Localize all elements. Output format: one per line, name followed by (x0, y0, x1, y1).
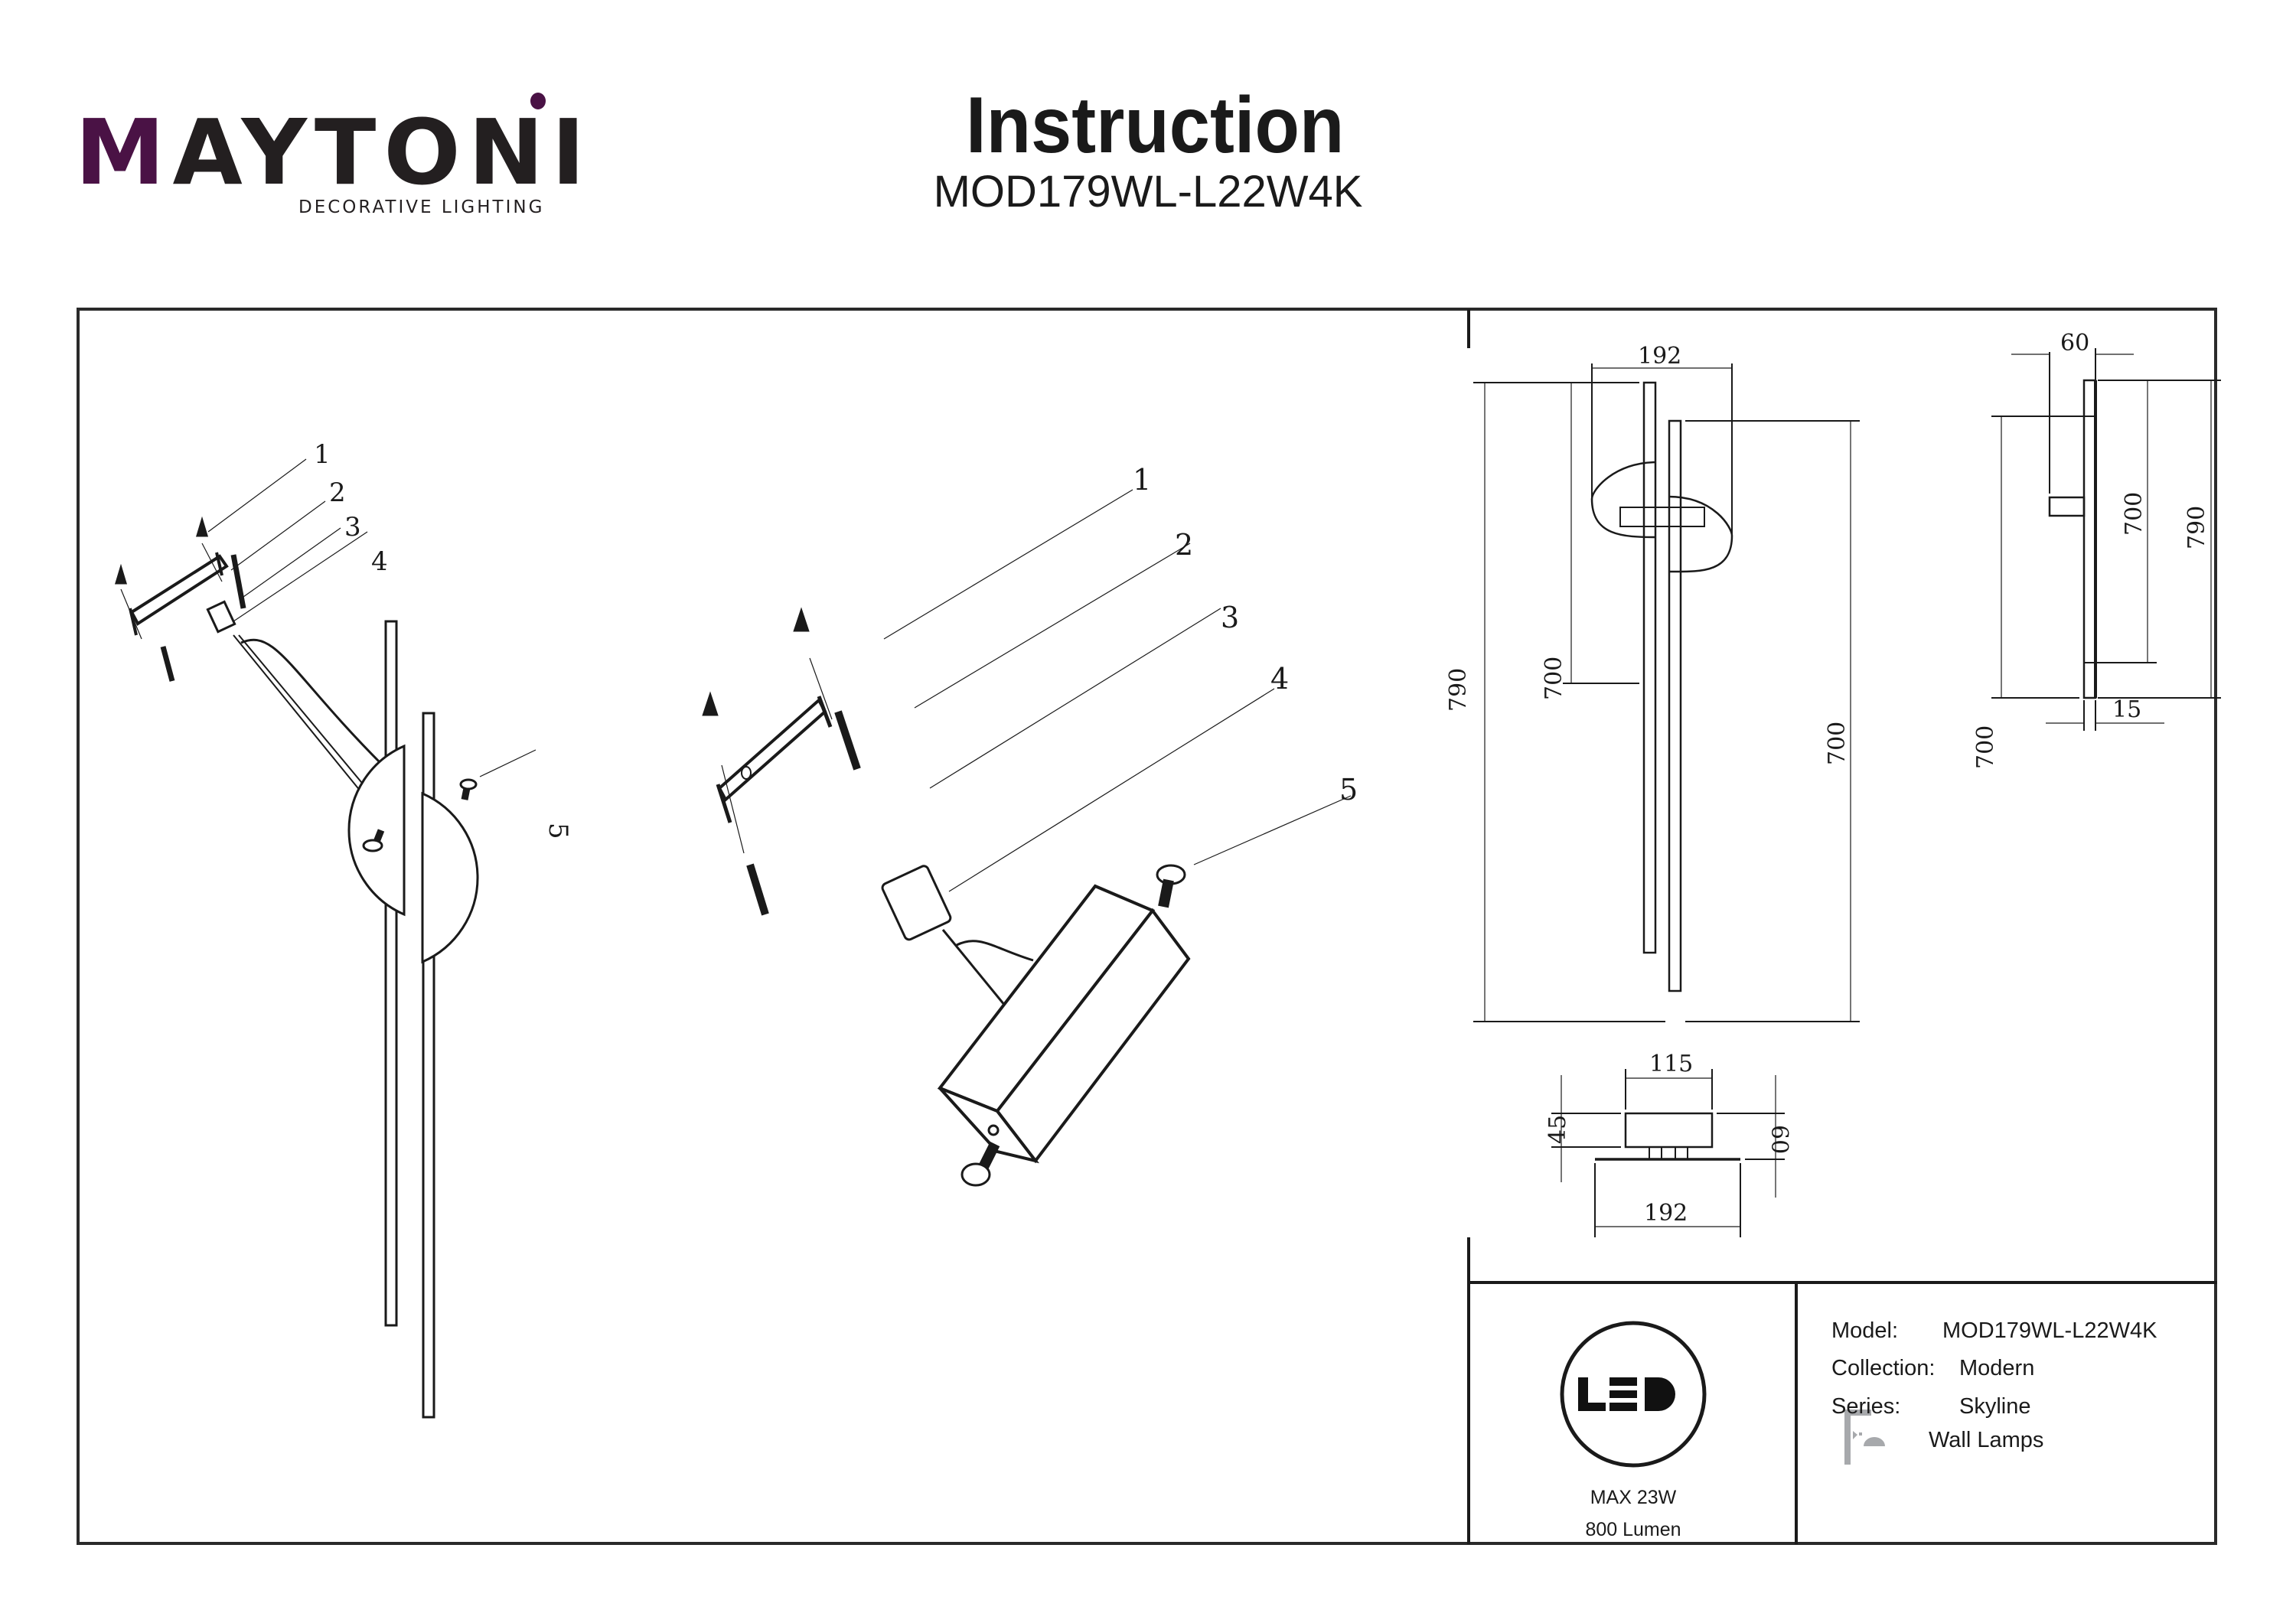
collection-value: Modern (1959, 1356, 2035, 1380)
wall-anchor (114, 563, 128, 585)
series-label: Series: (1831, 1394, 1901, 1419)
dim-body-width: 115 (1649, 1051, 1693, 1077)
dim-depth: 60 (2060, 330, 2089, 357)
callout-3: 3 (344, 512, 361, 543)
shade-right (421, 791, 479, 964)
top-body (1624, 1112, 1714, 1149)
assembly-small (114, 458, 536, 1419)
series-value: Skyline (1959, 1394, 2031, 1419)
side-bar (2082, 379, 2097, 699)
bracket-small (129, 554, 229, 626)
side-view-labels: 60 15 700 700 790 (1972, 330, 2210, 769)
callout-5: 5 (1339, 773, 1358, 807)
led-badge-icon (1578, 1377, 1675, 1411)
callout-4: 4 (1270, 662, 1289, 696)
callout-2: 2 (329, 477, 346, 508)
terminal-block (206, 600, 236, 634)
dim-width: 192 (1638, 343, 1681, 370)
light-bar-right (422, 712, 435, 1419)
top-view-labels: 115 45 60 192 (1544, 1051, 1792, 1227)
dim-thickness: 15 (2112, 696, 2141, 723)
dim-bar-left: 700 (1541, 657, 1567, 700)
screw (834, 710, 861, 771)
collection-label: Collection: (1831, 1356, 1936, 1380)
model-code: MOD179WL-L22W4K (933, 167, 1363, 217)
assembly-large (702, 489, 1352, 1187)
dim-bar-right: 700 (1824, 722, 1851, 765)
brand-tagline: DECORATIVE LIGHTING (298, 197, 545, 217)
wall-anchor (793, 607, 810, 632)
front-bar-left (1642, 381, 1657, 954)
lumen-rating: 800 Lumen (1585, 1519, 1681, 1540)
terminal-block (881, 865, 952, 941)
callout-2: 2 (1175, 528, 1193, 562)
dim-height-left: 700 (1972, 725, 1999, 769)
bracket-large (717, 697, 827, 803)
top-view (1551, 1069, 1785, 1237)
led-badge-circle (1560, 1321, 1707, 1468)
front-view-labels: 192 790 700 700 (1445, 343, 1851, 765)
brand-logo: MAYTONI (75, 107, 592, 197)
power-rating: MAX 23W (1590, 1487, 1677, 1508)
screw-5 (459, 778, 478, 790)
front-view (1473, 363, 1860, 1022)
wall-lamp-icon (1844, 1410, 1885, 1465)
side-view (1991, 348, 2221, 731)
logo-letter-m: M (75, 99, 173, 205)
callouts-small: 1 2 3 4 5 (314, 439, 573, 839)
light-bar-left (384, 620, 398, 1327)
category-label: Wall Lamps (1929, 1428, 2044, 1452)
callout-1: 1 (314, 439, 331, 470)
logo-dot (530, 93, 546, 109)
shade-left (347, 744, 406, 917)
dim-total-height: 790 (2183, 506, 2210, 549)
wall-anchor (195, 516, 209, 537)
model-value: MOD179WL-L22W4K (1942, 1318, 2157, 1343)
callout-5: 5 (543, 823, 573, 839)
logo-letters: AYTON (172, 99, 552, 205)
callout-3: 3 (1221, 601, 1239, 634)
dim-total-width: 192 (1644, 1200, 1688, 1227)
logo-letter-i: I (551, 99, 593, 205)
wall-anchor (702, 691, 719, 716)
front-bar-right (1668, 419, 1682, 992)
dim-total-depth: 60 (1766, 1125, 1792, 1154)
callout-1: 1 (1133, 463, 1151, 497)
dim-body-depth: 45 (1544, 1115, 1571, 1144)
screw (160, 646, 175, 682)
callouts-large: 1 2 3 4 5 (1133, 463, 1358, 807)
screw (230, 554, 246, 609)
callout-4: 4 (371, 546, 388, 577)
drawing-frame (77, 308, 2217, 1545)
screw (746, 863, 769, 916)
dim-height-inner: 700 (2121, 492, 2148, 536)
page-title: Instruction (966, 81, 1345, 170)
dim-total-height: 790 (1445, 668, 1472, 712)
model-label: Model: (1831, 1318, 1899, 1343)
